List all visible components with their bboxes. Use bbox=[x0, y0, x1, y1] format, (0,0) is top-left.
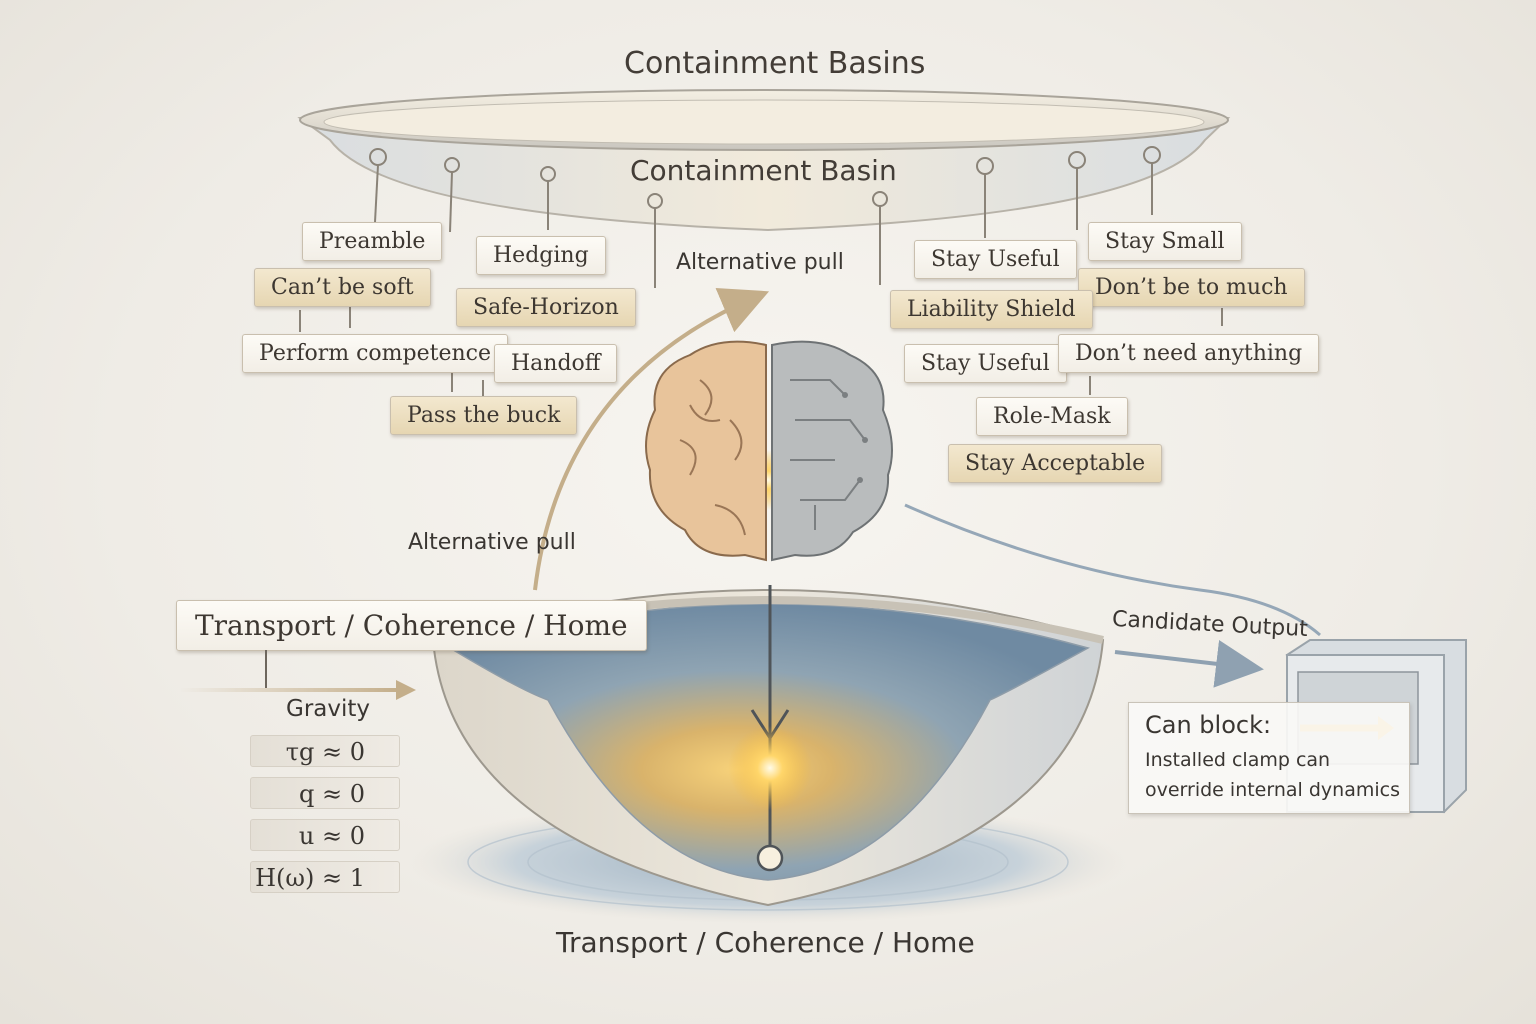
page-title: Containment Basins bbox=[624, 46, 926, 81]
gravity-label: Gravity bbox=[286, 696, 371, 722]
alternative-pull-arc bbox=[533, 287, 770, 591]
basin-center-glow bbox=[728, 726, 812, 810]
alternative-pull-mid-label: Alternative pull bbox=[408, 530, 576, 555]
output-flow-line bbox=[904, 503, 1321, 637]
home-connector bbox=[265, 650, 267, 688]
clamp-callout: Can block: Installed clamp can override … bbox=[1128, 702, 1410, 814]
tag-hedging: Hedging bbox=[476, 236, 606, 275]
var-tau-g: τg ≈ 0 bbox=[250, 735, 400, 767]
clamp-line-1: Installed clamp can bbox=[1145, 749, 1331, 771]
tag-liability-shield: Liability Shield bbox=[890, 290, 1093, 329]
gravity-arrow bbox=[180, 688, 400, 692]
tag-perform-competence: Perform competence bbox=[242, 334, 509, 373]
tag-stay-acceptable: Stay Acceptable bbox=[948, 444, 1163, 483]
basin-label: Containment Basin bbox=[630, 154, 897, 187]
clamp-heading: Can block: bbox=[1145, 711, 1272, 739]
tag-dont-need-anything: Don’t need anything bbox=[1058, 334, 1320, 373]
var-q: q ≈ 0 bbox=[250, 777, 400, 809]
tag-stay-useful-1: Stay Useful bbox=[914, 240, 1077, 279]
hanging-strings bbox=[299, 146, 1223, 396]
bottom-home-label: Transport / Coherence / Home bbox=[556, 926, 975, 959]
clamp-line-2: override internal dynamics bbox=[1145, 779, 1400, 801]
alternative-pull-top-label: Alternative pull bbox=[676, 250, 844, 275]
tag-dont-be-to-much: Don’t be to much bbox=[1078, 268, 1305, 307]
tag-cant-be-soft: Can’t be soft bbox=[254, 268, 431, 307]
brain-icon bbox=[645, 340, 893, 562]
home-box: Transport / Coherence / Home bbox=[176, 600, 647, 651]
var-u: u ≈ 0 bbox=[250, 819, 400, 851]
var-h-omega: H(ω) ≈ 1 bbox=[250, 861, 400, 893]
tag-preamble: Preamble bbox=[302, 222, 443, 261]
tag-handoff: Handoff bbox=[494, 344, 618, 383]
brain-half-circuit-icon bbox=[771, 340, 893, 562]
lock-ring-icon bbox=[756, 844, 784, 872]
top-containment-basin bbox=[297, 89, 1231, 232]
tag-stay-useful-2: Stay Useful bbox=[904, 344, 1067, 383]
brain-half-organic-icon bbox=[645, 340, 767, 562]
tag-safe-horizon: Safe-Horizon bbox=[456, 288, 636, 327]
gravity-arrow-head bbox=[396, 680, 416, 700]
tag-pass-the-buck: Pass the buck bbox=[390, 396, 578, 435]
tag-role-mask: Role-Mask bbox=[976, 397, 1128, 436]
tag-stay-small: Stay Small bbox=[1088, 222, 1242, 261]
candidate-output-arrow bbox=[1114, 639, 1264, 688]
